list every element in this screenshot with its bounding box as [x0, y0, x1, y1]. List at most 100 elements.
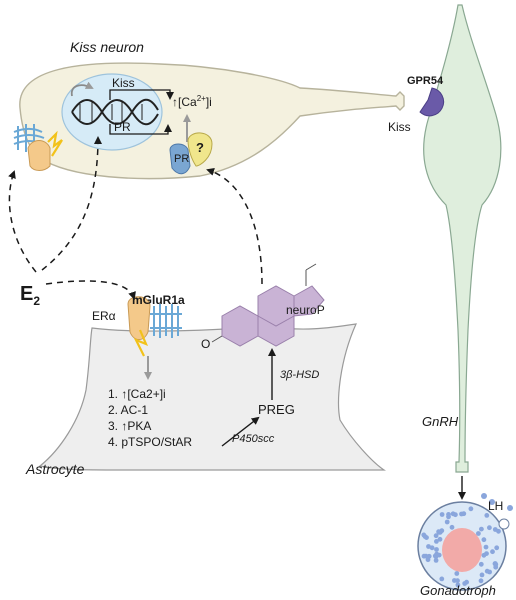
signal-step-list: 1. ↑[Ca2+]i 2. AC-1 3. ↑PKA 4. pTSPO/StA… [108, 387, 192, 449]
gnrh-label: GnRH [422, 414, 459, 429]
lh-granule [444, 519, 450, 525]
pr-receptor-label: PR [174, 153, 189, 165]
lh-granule [436, 552, 442, 558]
e2-label: E2 [20, 283, 40, 308]
gnrh-neuron [423, 4, 502, 473]
gnrh-cell-body [423, 4, 502, 473]
lh-granule [492, 561, 498, 566]
membrane-receptor-icon [13, 124, 63, 171]
lh-granule [439, 512, 445, 517]
lh-granule [421, 553, 427, 559]
lh-granule [483, 544, 489, 550]
era-lightning-icon [133, 329, 149, 357]
pr-receptor-icon [169, 143, 191, 175]
lh-granule [455, 582, 461, 588]
lh-granule [490, 549, 495, 555]
mglur1a-receptor-icon [150, 304, 182, 338]
lh-granule [433, 533, 439, 539]
kiss-expression-arrow [109, 89, 174, 100]
lh-granule [437, 536, 443, 542]
kiss-neuron-label: Kiss neuron [70, 39, 144, 55]
secretory-vesicle [498, 518, 510, 530]
lh-granule [433, 558, 439, 563]
era-mglur1a-complex: ERα mGluR1a [92, 293, 185, 357]
kiss-neuron: Kiss PR ↑[Ca2+]i PR ? Kiss neuron [13, 39, 405, 180]
gpr54-label: GPR54 [407, 75, 444, 87]
lh-granule [507, 505, 513, 511]
neurop-to-pr-arrow [206, 167, 263, 285]
lh-granule [493, 564, 499, 570]
lh-granule [455, 578, 460, 584]
lh-granule [421, 532, 427, 538]
calcium-label: ↑[Ca2+]i [172, 94, 212, 109]
lh-granule [426, 553, 432, 559]
e2-to-membrane-receptor-arrow [8, 170, 37, 273]
gonadotroph-nucleus [442, 528, 482, 572]
lh-granule [454, 571, 460, 576]
lh-granule [478, 578, 484, 584]
estradiol-signaling: E2 [8, 136, 263, 308]
lh-granule [446, 512, 451, 517]
kiss-peptide-label: Kiss [388, 120, 411, 134]
lh-granule [426, 544, 431, 549]
kiss-gene-label: Kiss [112, 76, 135, 90]
lightning-signal-icon [47, 130, 63, 157]
pr-expression-arrow [109, 124, 172, 135]
steroid-oxygen-label: O [201, 337, 210, 351]
e2-to-nucleus-arrow [41, 136, 102, 271]
p450scc-label: P450scc [232, 433, 275, 445]
lh-granule [459, 511, 464, 517]
signal-step: 4. pTSPO/StAR [108, 435, 192, 449]
steroid-side-chain [305, 263, 317, 271]
preg-label: PREG [258, 402, 295, 417]
lh-granule [487, 525, 492, 531]
steroid-ring [293, 285, 325, 317]
era-label: ERα [92, 309, 116, 323]
lh-granule [492, 527, 498, 532]
steroid-carbonyl-bond [211, 335, 223, 343]
lh-granule [434, 547, 439, 552]
signal-step: 3. ↑PKA [108, 419, 151, 433]
lh-label: LH [488, 499, 503, 513]
lh-granule [481, 552, 487, 558]
lh-granule [494, 545, 500, 551]
pr-receptor-complex: PR ? [169, 132, 213, 175]
lh-granule [481, 537, 487, 543]
lh-granule [479, 572, 485, 578]
lh-granule [464, 579, 469, 585]
lh-granule [489, 499, 495, 505]
astrocyte-label: Astrocyte [25, 461, 85, 477]
neurosteroid-structure [211, 263, 325, 347]
lh-granule [484, 513, 490, 518]
lh-granule [439, 576, 445, 582]
pr-gene-label: PR [114, 120, 131, 134]
dna-helix-icon [71, 98, 159, 126]
lh-granule [429, 545, 435, 551]
lh-granule [478, 561, 484, 567]
lh-granule [479, 526, 484, 532]
lh-granule [453, 512, 458, 518]
p450scc-arrow [221, 416, 260, 447]
mglur1a-label: mGluR1a [132, 293, 185, 307]
neurop-label: neuroP [286, 303, 325, 317]
lh-granule [487, 569, 492, 575]
e2-to-astrocyte-arrow [45, 280, 136, 300]
estrogen-receptor-icon [27, 140, 51, 171]
gonadotroph-label: Gonadotroph [420, 583, 496, 598]
lh-granule [481, 493, 487, 499]
gonadotroph-cell: LH Gonadotroph [417, 493, 513, 598]
lh-granules [421, 506, 501, 588]
signal-step: 2. AC-1 [108, 403, 148, 417]
astrocyte: Astrocyte ERα mGluR1a 1. ↑[Ca2+]i 2. AC-… [25, 293, 386, 477]
question-mark: ? [196, 140, 204, 155]
gpr54-receptor: GPR54 Kiss [388, 75, 445, 134]
lh-granule [476, 531, 481, 536]
lh-granule [468, 506, 474, 512]
hsd-label: 3β-HSD [280, 369, 319, 381]
lh-granule [434, 539, 439, 544]
question-receptor-icon [187, 132, 213, 167]
lh-granule [436, 529, 441, 535]
gray-curved-arrow [70, 81, 94, 97]
astrocyte-body [38, 323, 386, 471]
